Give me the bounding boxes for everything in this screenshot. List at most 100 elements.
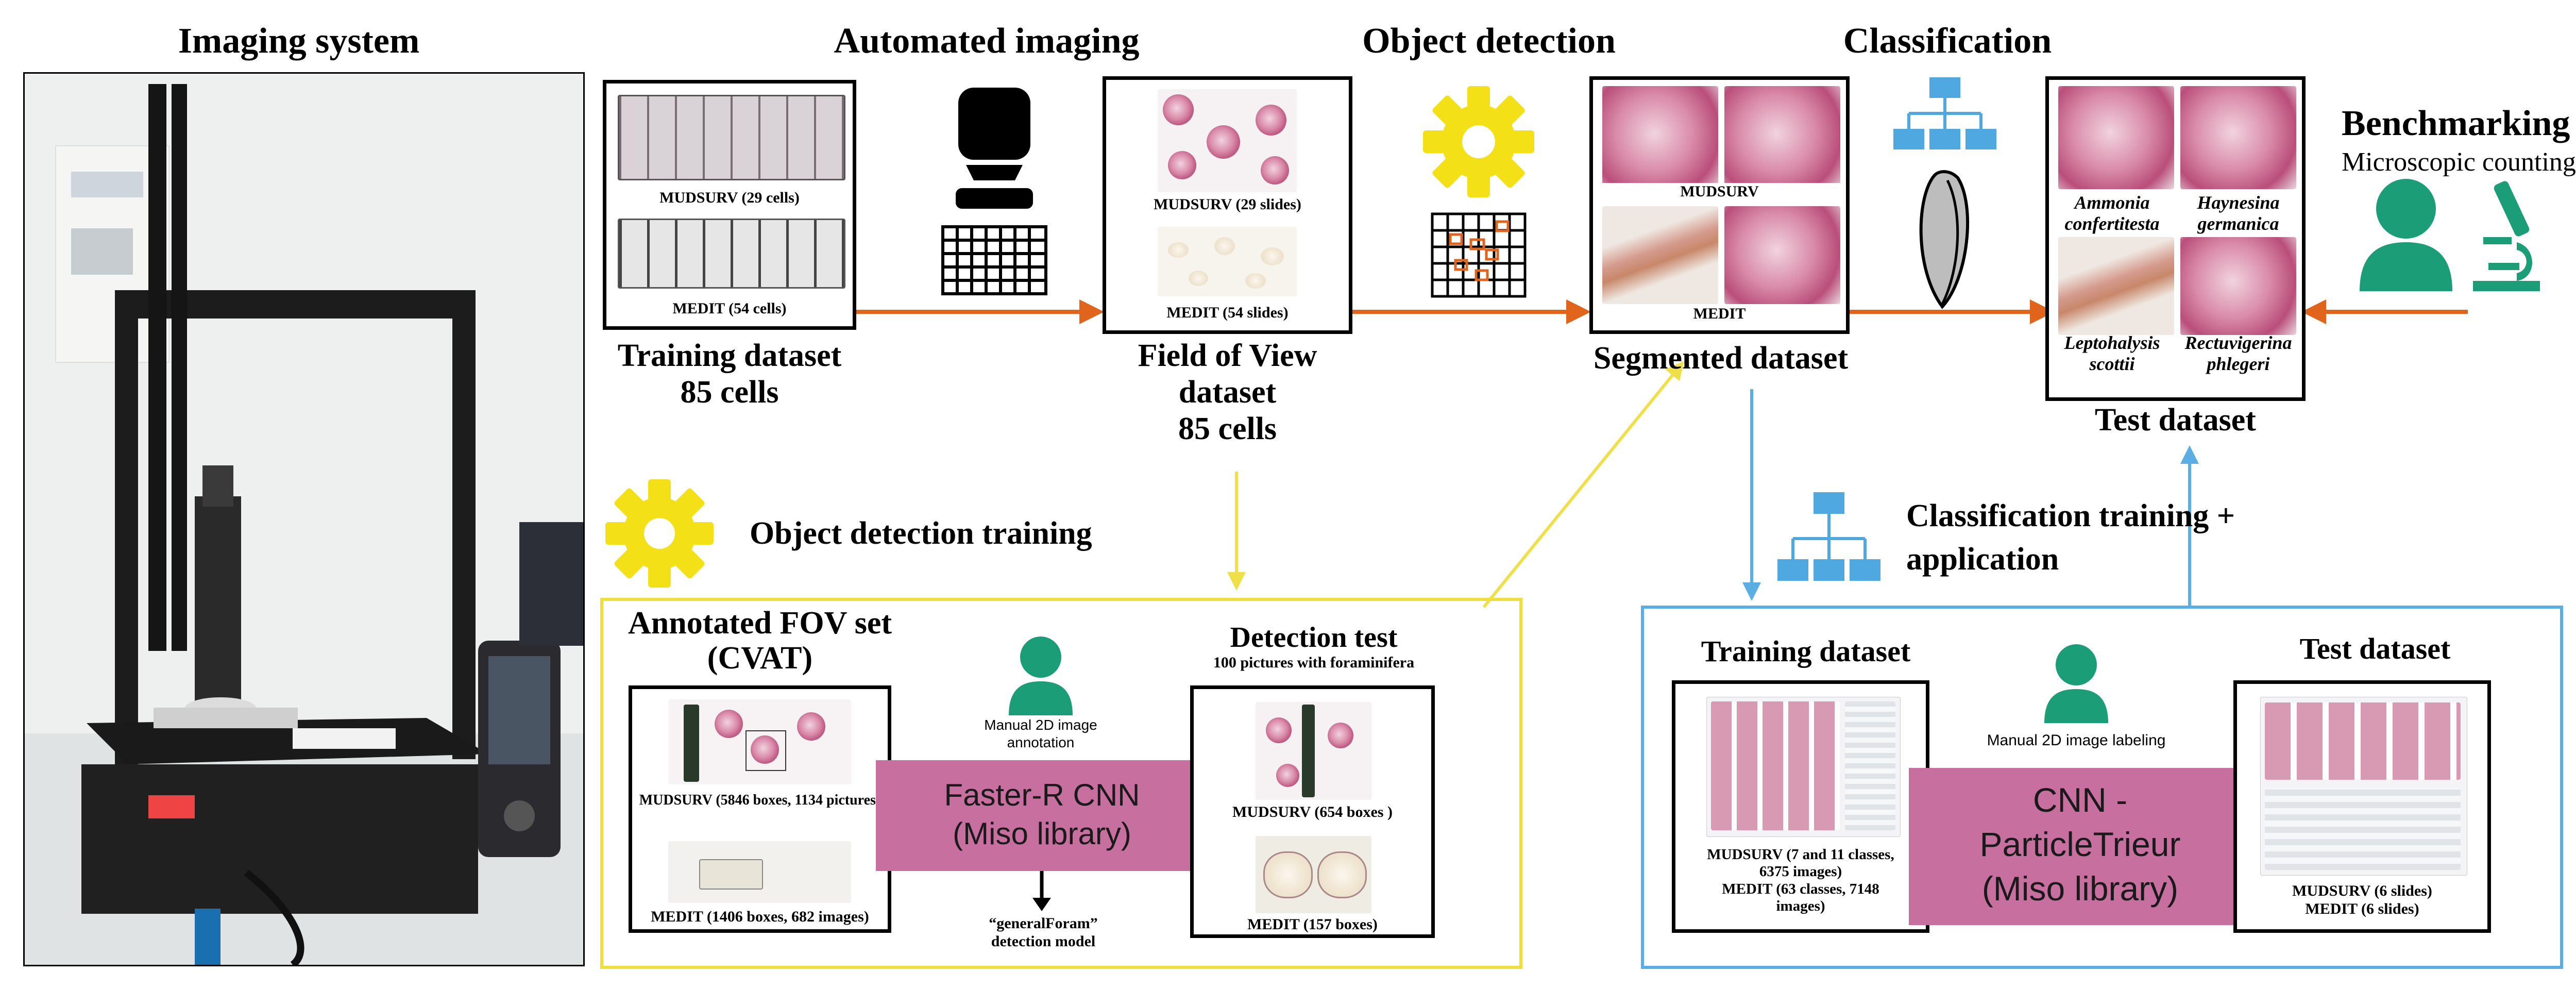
classif-training-line2: 6375 images) <box>1759 863 1842 880</box>
faster-rcnn-line1: Faster-R CNN <box>944 778 1140 812</box>
test-dataset-box: Ammonia confertitesta Haynesina germanic… <box>2045 76 2306 401</box>
od-training-title: Object detection training <box>750 516 1092 551</box>
species-ammonia-line2: confertitesta <box>2064 213 2160 234</box>
gear-icon <box>605 479 714 588</box>
particletrieur-test-screenshot <box>2260 697 2467 876</box>
classification-training-title: Classification training + application <box>1906 495 2235 581</box>
annotation-note-line2: annotation <box>1007 734 1075 750</box>
segmented-image-1 <box>1602 86 1718 192</box>
segmented-image-2 <box>1724 86 1840 192</box>
cnn-line1: CNN - <box>2032 781 2128 819</box>
person-icon <box>1009 636 1073 715</box>
classif-training-line1: MUDSURV (7 and 11 classes, <box>1707 846 1894 863</box>
species-haynesina-line1: Haynesina <box>2197 192 2280 213</box>
detection-mudsurv-label: MUDSURV (654 boxes ) <box>1232 803 1393 820</box>
3d-printer-microscope-photo <box>25 74 583 965</box>
training-caption-line2: 85 cells <box>680 375 779 410</box>
species-leptohalysis-line2: scottii <box>2089 354 2135 375</box>
general-foram-output: “generalForam” detection model <box>943 915 1144 950</box>
arrowhead-faster-rcnn-output <box>1032 898 1051 911</box>
object-detection-title: Object detection <box>1362 21 1616 61</box>
gear-icon <box>1423 86 1534 298</box>
imaging-system-photo <box>23 72 585 966</box>
test-image-leptohalysis <box>2058 237 2174 335</box>
detection-test-heading: Detection test 100 pictures with foramin… <box>1190 621 1437 672</box>
detection-test-title: Detection test <box>1230 622 1398 654</box>
faster-rcnn-model-box: Faster-R CNN (Miso library) <box>876 760 1208 871</box>
particletrieur-training-screenshot <box>1706 697 1901 837</box>
classification-title: Classification <box>1843 21 2052 61</box>
microscope-icon <box>2473 181 2540 291</box>
fov-caption-line2: dataset <box>1178 375 1277 410</box>
detection-mudsurv-image <box>1256 702 1371 800</box>
annotated-medit-image <box>668 841 851 903</box>
output-line2: detection model <box>991 932 1096 950</box>
classif-training-dataset-title: Training dataset <box>1701 634 1911 668</box>
test-image-rectuvigerina <box>2180 237 2296 335</box>
training-dataset-box: MUDSURV (29 cells) MEDIT (54 cells) <box>603 80 856 330</box>
fov-dataset-box: MUDSURV (29 slides) MEDIT (54 slides) <box>1103 76 1352 334</box>
fov-mudsurv-image <box>1158 89 1297 192</box>
annotated-title-line1: Annotated FOV set <box>628 606 892 641</box>
faster-rcnn-line2: (Miso library) <box>953 816 1131 851</box>
test-image-ammonia <box>2058 86 2174 189</box>
classif-test-box: MUDSURV (6 slides) MEDIT (6 slides) <box>2233 680 2491 933</box>
species-rectuvigerina-line1: Rectuvigerina <box>2184 332 2292 353</box>
species-rectuvigerina-line2: phlegeri <box>2207 354 2270 375</box>
test-image-haynesina <box>2180 86 2296 189</box>
annotated-fov-box: MUDSURV (5846 boxes, 1134 pictures) MEDI… <box>629 685 891 933</box>
training-mudsurv-label: MUDSURV (29 cells) <box>659 189 800 206</box>
camera-grid-icon <box>941 88 1047 295</box>
classif-title-line2: application <box>1906 541 2059 577</box>
medit-slide-image <box>618 219 845 289</box>
detection-test-box: MUDSURV (654 boxes ) MEDIT (157 boxes) <box>1190 685 1435 938</box>
classif-test-line1: MUDSURV (6 slides) <box>2292 882 2432 899</box>
segmented-dataset-caption: Segmented dataset <box>1593 341 1849 376</box>
species-leptohalysis-line1: Leptohalysis <box>2064 332 2160 353</box>
output-line1: “generalForam” <box>989 915 1098 932</box>
classif-test-line2: MEDIT (6 slides) <box>2305 900 2419 917</box>
automated-imaging-title: Automated imaging <box>834 21 1140 61</box>
segmented-mudsurv-label: MUDSURV <box>1593 183 1846 201</box>
od-training-frame <box>600 598 1522 969</box>
annotated-fov-title: Annotated FOV set (CVAT) <box>608 606 912 676</box>
detection-medit-image <box>1256 836 1371 913</box>
annotation-note-line1: Manual 2D image <box>984 717 1097 733</box>
segmented-medit-label: MEDIT <box>1693 305 1746 322</box>
training-medit-label: MEDIT (54 cells) <box>672 300 787 317</box>
segmented-image-4 <box>1724 206 1840 304</box>
detection-medit-label: MEDIT (157 boxes) <box>1247 916 1378 933</box>
mudsurv-slide-image <box>618 95 845 180</box>
labeling-note: Manual 2D image labeling <box>1987 732 2166 749</box>
training-dataset-caption: Training dataset 85 cells <box>603 338 856 411</box>
cnn-particletrieur-model-box: CNN - ParticleTrieur (Miso library) <box>1909 768 2251 925</box>
benchmarking-subtitle: Microscopic counting <box>2342 147 2576 177</box>
segmented-image-3 <box>1602 206 1718 304</box>
person-icon <box>2044 644 2108 723</box>
imaging-system-title: Imaging system <box>178 21 420 61</box>
classif-training-line3: MEDIT (63 classes, 7148 <box>1722 880 1879 897</box>
species-haynesina: Haynesina germanica <box>2175 192 2301 235</box>
species-leptohalysis: Leptohalysis scottii <box>2049 332 2175 375</box>
cnn-line2: ParticleTrieur <box>1979 825 2181 863</box>
classif-training-line4: images) <box>1776 898 1825 915</box>
fov-dataset-caption: Field of View dataset 85 cells <box>1103 338 1352 447</box>
classif-training-label: MUDSURV (7 and 11 classes, 6375 images) … <box>1675 846 1926 915</box>
person-icon <box>2360 179 2452 291</box>
species-haynesina-line2: germanica <box>2197 213 2279 234</box>
annotated-mudsurv-image <box>668 699 851 784</box>
arrow-detection-to-segmented <box>1482 361 1684 608</box>
fov-medit-label: MEDIT (54 slides) <box>1166 304 1289 321</box>
fov-medit-image <box>1158 227 1297 296</box>
fov-caption-line1: Field of View <box>1138 338 1317 373</box>
fov-caption-line3: 85 cells <box>1178 411 1277 446</box>
annotation-note: Manual 2D image annotation <box>958 716 1123 751</box>
test-dataset-caption: Test dataset <box>2095 403 2256 438</box>
species-ammonia: Ammonia confertitesta <box>2049 192 2175 235</box>
annotated-title-line2: (CVAT) <box>707 641 813 676</box>
segmented-dataset-box: MUDSURV MEDIT <box>1589 76 1850 334</box>
annotated-medit-label: MEDIT (1406 boxes, 682 images) <box>651 908 869 925</box>
cnn-line3: (Miso library) <box>1981 869 2179 908</box>
classif-test-label: MUDSURV (6 slides) MEDIT (6 slides) <box>2237 882 2487 918</box>
